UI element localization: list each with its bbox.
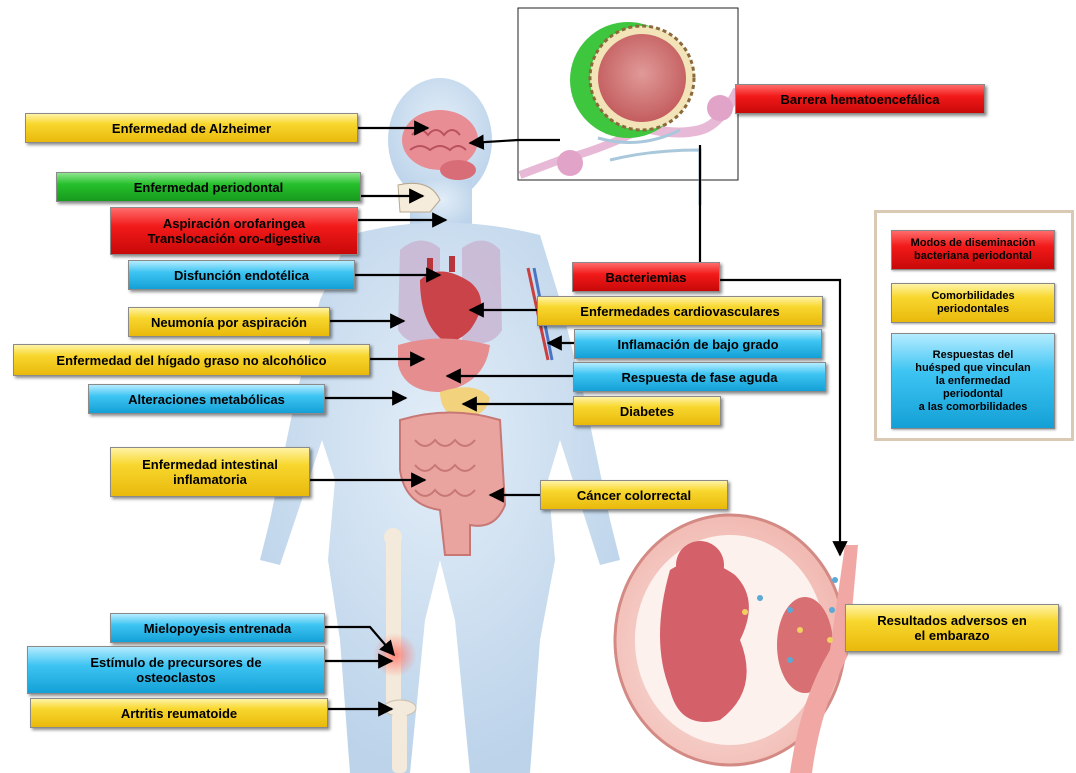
legend-blue: Respuestas del huésped que vinculan la e… (891, 333, 1055, 429)
legend-yellow: Comorbilidades periodontales (891, 283, 1055, 323)
label-embarazo: Resultados adversos en el embarazo (845, 604, 1059, 652)
label-mielopoyesis: Mielopoyesis entrenada (110, 613, 325, 643)
label-diabetes: Diabetes (573, 396, 721, 426)
label-fase-aguda: Respuesta de fase aguda (573, 362, 826, 392)
label-aspiracion: Aspiración orofaringea Translocación oro… (110, 207, 358, 255)
label-cardiovasculares: Enfermedades cardiovasculares (537, 296, 823, 326)
blood-brain-barrier-inset (518, 8, 738, 205)
label-inflamacion: Inflamación de bajo grado (574, 329, 822, 359)
pregnancy-illustration (615, 515, 858, 773)
label-bacteriemias: Bacteriemias (572, 262, 720, 292)
label-enfermedad-intestinal: Enfermedad intestinal inflamatoria (110, 447, 310, 497)
label-alzheimer: Enfermedad de Alzheimer (25, 113, 358, 143)
legend-red: Modos de diseminación bacteriana periodo… (891, 230, 1055, 270)
label-neumonia: Neumonía por aspiración (128, 307, 330, 337)
label-artritis: Artritis reumatoide (30, 698, 328, 728)
label-barrera-hematoencefalica: Barrera hematoencefálica (735, 84, 985, 114)
label-cancer-colorrectal: Cáncer colorrectal (540, 480, 728, 510)
label-disfuncion-endotelica: Disfunción endotélica (128, 260, 355, 290)
label-periodontal: Enfermedad periodontal (56, 172, 361, 202)
label-osteoclastos: Estímulo de precursores de osteoclastos (27, 646, 325, 694)
label-higado-graso: Enfermedad del hígado graso no alcohólic… (13, 344, 370, 376)
legend: Modos de diseminación bacteriana periodo… (874, 210, 1074, 441)
label-alteraciones-metabolicas: Alteraciones metabólicas (88, 384, 325, 414)
